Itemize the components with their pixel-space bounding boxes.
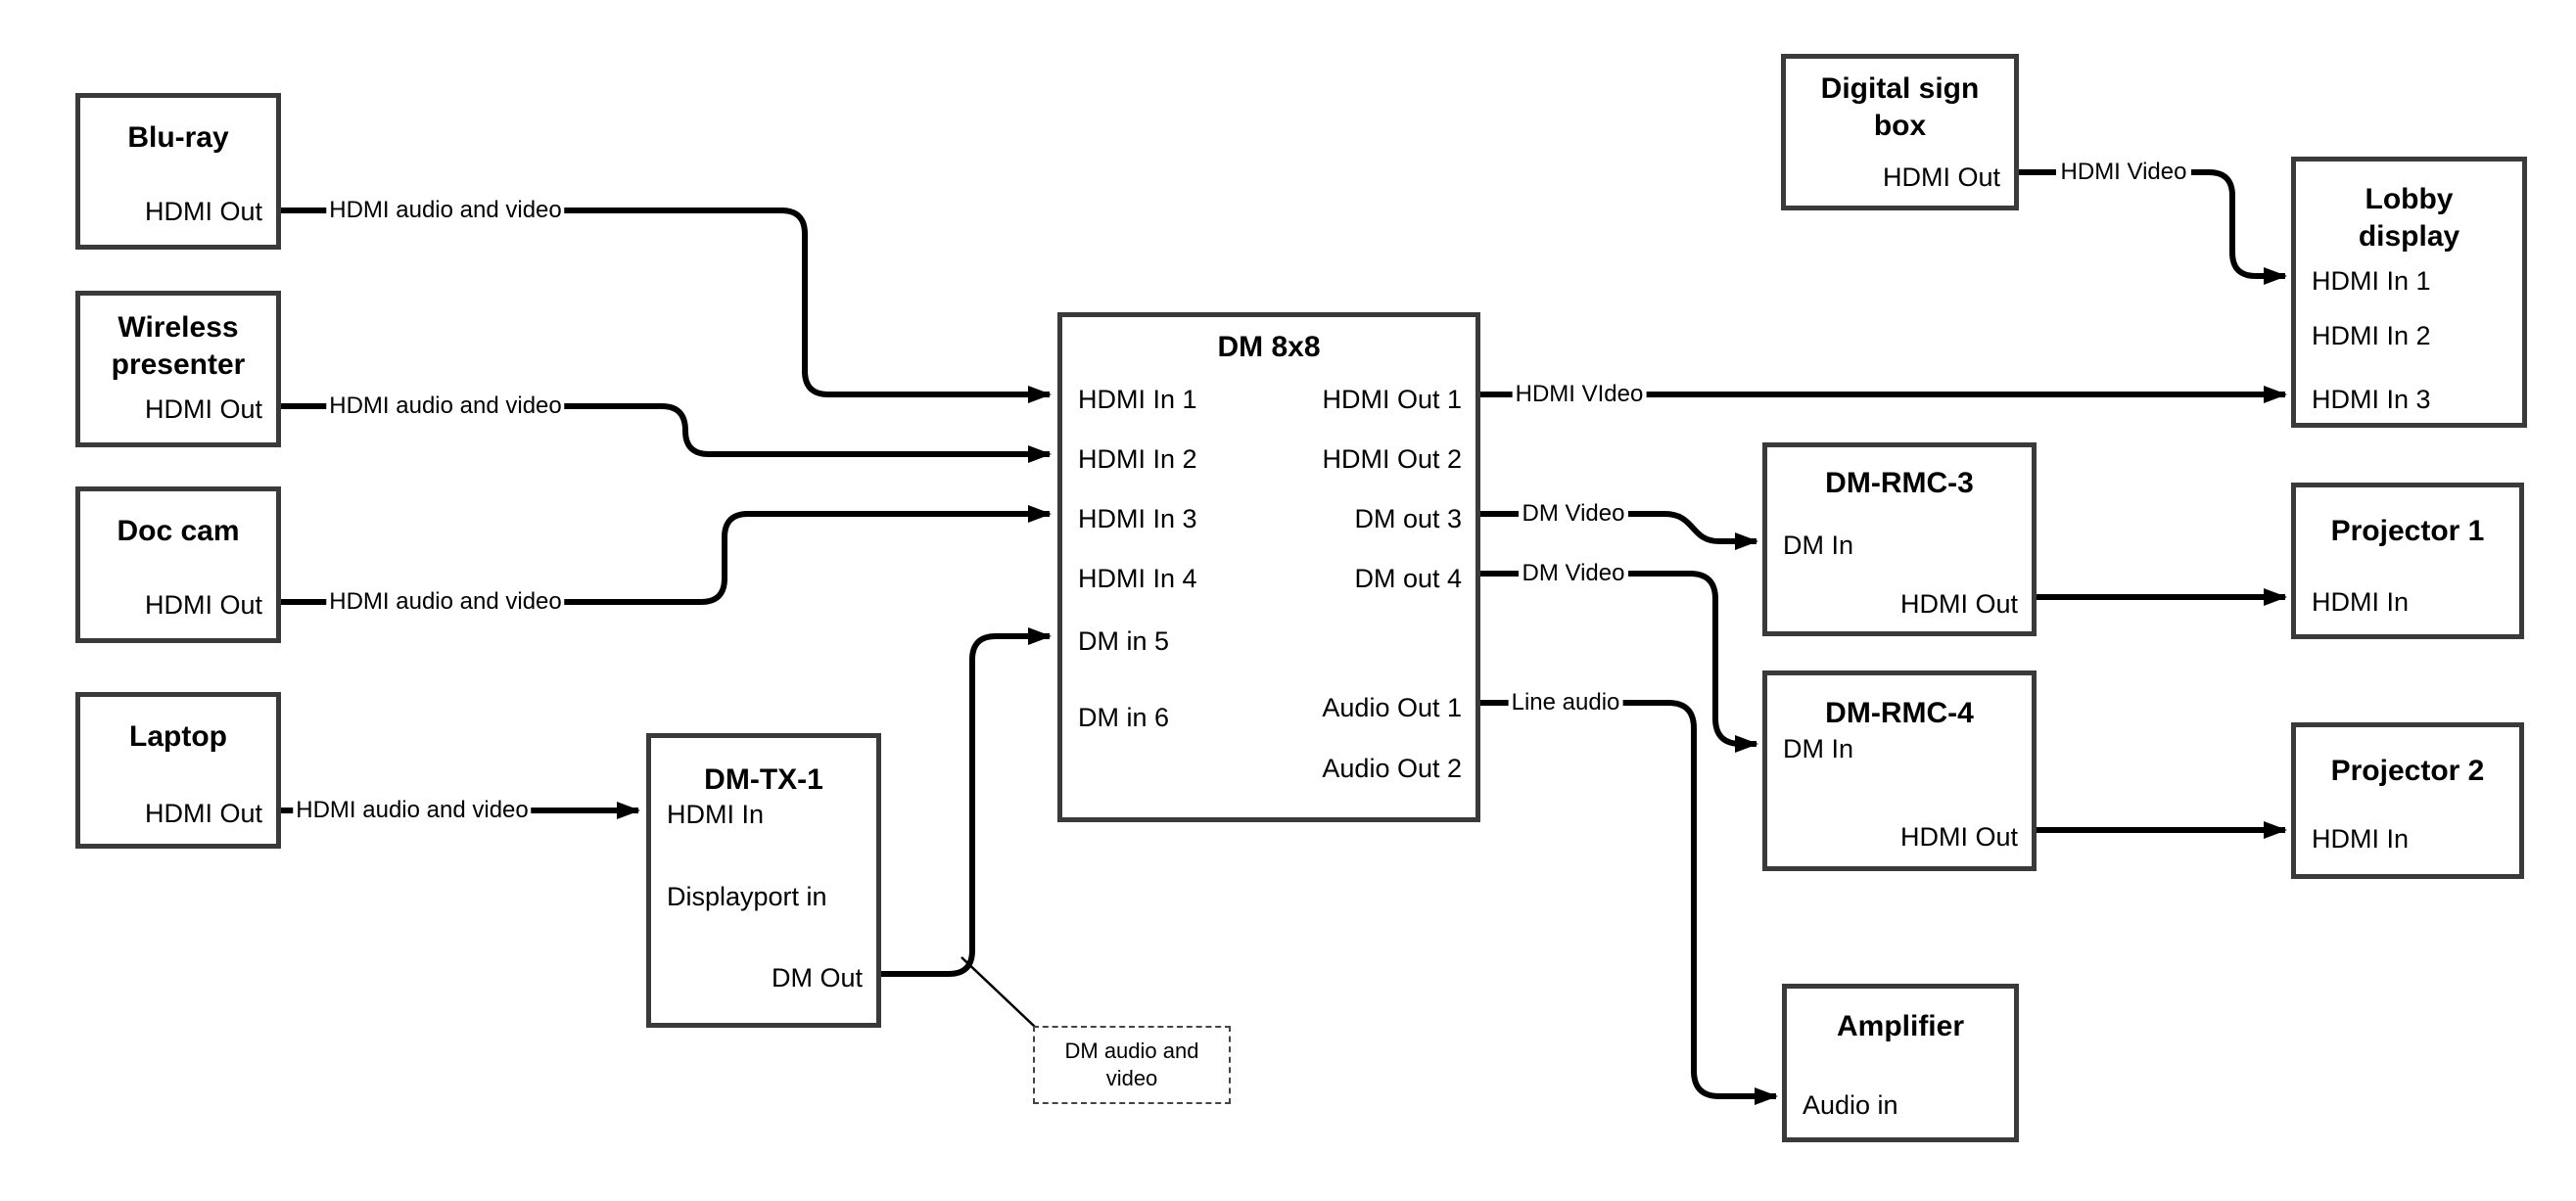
port-proj1-hdmi-in: HDMI In [2312,587,2410,617]
node-lobby-display[interactable]: Lobby display HDMI In 1 HDMI In 2 HDMI I… [2291,157,2527,428]
node-bluray[interactable]: Blu-ray HDMI Out [75,93,281,250]
callout-leader-line [960,956,1037,1029]
edge-digitalsign-to-lobby [2191,169,2287,285]
port-dm8x8-hdmi-in-4: HDMI In 4 [1078,564,1197,593]
node-dm-rmc-3-title: DM-RMC-3 [1825,467,1974,499]
port-dm8x8-hdmi-in-3: HDMI In 3 [1078,504,1197,533]
port-dm8x8-hdmi-in-2: HDMI In 2 [1078,444,1197,474]
node-laptop[interactable]: Laptop HDMI Out [75,692,281,849]
edge-dmtx1-to-dm8x8 [879,627,1052,977]
node-amplifier-title: Amplifier [1836,1010,1965,1042]
node-dm-rmc-4[interactable]: DM-RMC-4 DM In HDMI Out [1762,670,2037,871]
edge-dm8x8-out3-to-rmc3 [1628,511,1758,550]
edge-label-hdmi-video-out1: HDMI VIdeo [1512,379,1647,410]
port-lobby-hdmi-in-3: HDMI In 3 [2312,385,2431,414]
port-dm8x8-dm-out-4: DM out 4 [1354,564,1462,593]
node-projector-2-title: Projector 2 [2330,755,2485,787]
node-amplifier[interactable]: Amplifier Audio in [1782,984,2019,1142]
edge-bluray-to-dm8x8 [560,208,1052,403]
node-dm-tx-1-title: DM-TX-1 [704,763,823,796]
node-projector-1-title: Projector 1 [2330,515,2485,547]
edge-label-wireless: HDMI audio and video [326,391,565,422]
edge-label-doccam: HDMI audio and video [326,586,565,618]
node-lobby-display-title: Lobby display [2358,183,2460,253]
port-laptop-hdmi-out: HDMI Out [144,799,262,828]
node-doc-cam-title: Doc cam [117,515,240,547]
node-dm-rmc-3[interactable]: DM-RMC-3 DM In HDMI Out [1762,442,2037,636]
edge-dm8x8-out4-to-rmc4 [1628,571,1758,753]
node-wireless-presenter-title: Wireless presenter [111,311,246,381]
port-doccam-hdmi-out: HDMI Out [144,590,262,620]
node-dm-8x8[interactable]: DM 8x8 HDMI In 1 HDMI In 2 HDMI In 3 HDM… [1057,312,1480,822]
port-dmtx1-dm-out: DM Out [771,963,863,993]
port-dm8x8-audio-out-1: Audio Out 1 [1322,693,1462,722]
node-dm-rmc-4-title: DM-RMC-4 [1825,697,1974,729]
edge-wireless-to-dm8x8 [560,403,1052,463]
node-dm-8x8-title: DM 8x8 [1217,331,1321,363]
node-doc-cam[interactable]: Doc cam HDMI Out [75,486,281,643]
port-wireless-hdmi-out: HDMI Out [144,394,262,424]
port-rmc4-hdmi-out: HDMI Out [1899,822,2018,852]
port-amp-audio-in: Audio in [1803,1090,1898,1120]
edge-dm8x8-audio1-to-amp [1621,700,1778,1105]
callout-dm-audio-and-video: DM audio and video [1033,1026,1231,1104]
port-dm8x8-dm-in-6: DM in 6 [1078,703,1170,732]
port-dm8x8-dm-in-5: DM in 5 [1078,626,1170,656]
node-projector-2[interactable]: Projector 2 HDMI In [2291,722,2524,879]
port-dm8x8-hdmi-out-1: HDMI Out 1 [1322,385,1462,414]
port-dm8x8-hdmi-in-1: HDMI In 1 [1078,385,1197,414]
port-dm8x8-dm-out-3: DM out 3 [1354,504,1462,533]
edge-label-hdmi-video-sign: HDMI Video [2057,157,2190,188]
port-dmtx1-displayport-in: Displayport in [667,882,827,911]
node-wireless-presenter[interactable]: Wireless presenter HDMI Out [75,291,281,447]
edge-label-bluray: HDMI audio and video [326,195,565,226]
node-digital-sign-box[interactable]: Digital sign box HDMI Out [1781,54,2019,210]
edge-doccam-to-dm8x8 [560,505,1052,605]
edge-label-dm-video-4: DM Video [1519,558,1628,589]
port-proj2-hdmi-in: HDMI In [2312,824,2410,854]
node-digital-sign-box-title: Digital sign box [1820,72,1980,142]
port-lobby-hdmi-in-1: HDMI In 1 [2312,266,2431,296]
edge-label-laptop: HDMI audio and video [293,795,532,826]
port-rmc3-dm-in: DM In [1783,531,1854,560]
port-rmc3-hdmi-out: HDMI Out [1899,589,2018,619]
port-dm8x8-hdmi-out-2: HDMI Out 2 [1322,444,1462,474]
node-dm-tx-1[interactable]: DM-TX-1 HDMI In Displayport in DM Out [646,733,881,1028]
node-projector-1[interactable]: Projector 1 HDMI In [2291,483,2524,639]
node-laptop-title: Laptop [129,720,227,753]
port-dm8x8-audio-out-2: Audio Out 2 [1322,754,1462,783]
edge-label-dm-video-3: DM Video [1519,498,1628,530]
port-lobby-hdmi-in-2: HDMI In 2 [2312,321,2431,350]
port-bluray-hdmi-out: HDMI Out [144,197,262,226]
edge-label-line-audio: Line audio [1508,687,1623,718]
port-digitalsign-hdmi-out: HDMI Out [1882,162,2000,192]
port-dmtx1-hdmi-in: HDMI In [667,800,765,829]
port-rmc4-dm-in: DM In [1783,734,1854,763]
node-bluray-title: Blu-ray [127,121,229,154]
